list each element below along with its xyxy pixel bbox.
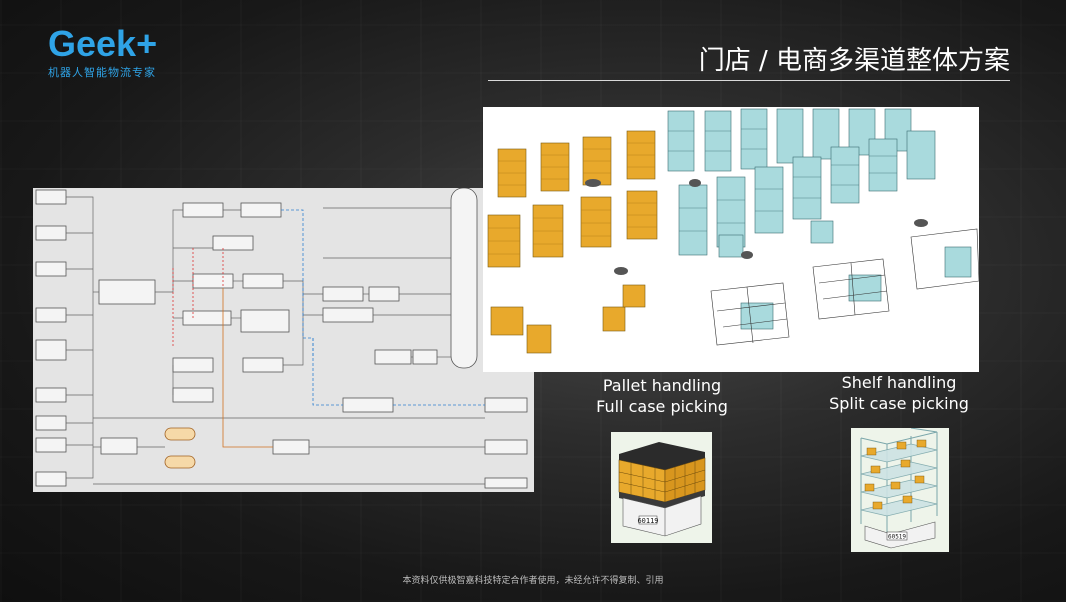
slide-title: 门店 / 电商多渠道整体方案: [698, 46, 1010, 76]
logo-plus: +: [136, 23, 158, 64]
geek-plus-logo: Geek+ 机器人智能物流专家: [48, 26, 157, 80]
pallet-caption: Pallet handling Full case picking: [592, 375, 732, 417]
pallet-robot-id: 60119: [637, 517, 658, 525]
shelf-caption-line1: Shelf handling: [841, 373, 957, 392]
pallet-robot-image: 60119: [611, 432, 712, 543]
confidentiality-footer: 本资料仅供极智嘉科技特定合作者使用，未经允许不得复制、引用: [402, 576, 664, 586]
pallet-caption-line2: Full case picking: [596, 397, 728, 416]
shelf-caption: Shelf handling Split case picking: [826, 372, 972, 414]
process-flowchart-image: [33, 188, 534, 492]
shelf-caption-line2: Split case picking: [829, 394, 969, 413]
logo-word: Geek: [48, 23, 137, 64]
logo-tagline: 机器人智能物流专家: [48, 66, 156, 79]
pallet-caption-line1: Pallet handling: [602, 376, 722, 395]
shelf-robot-image: 60519: [851, 428, 949, 552]
title-divider: [488, 80, 1010, 81]
shelf-robot-id: 60519: [888, 534, 906, 541]
warehouse-layout-image: [483, 107, 979, 372]
